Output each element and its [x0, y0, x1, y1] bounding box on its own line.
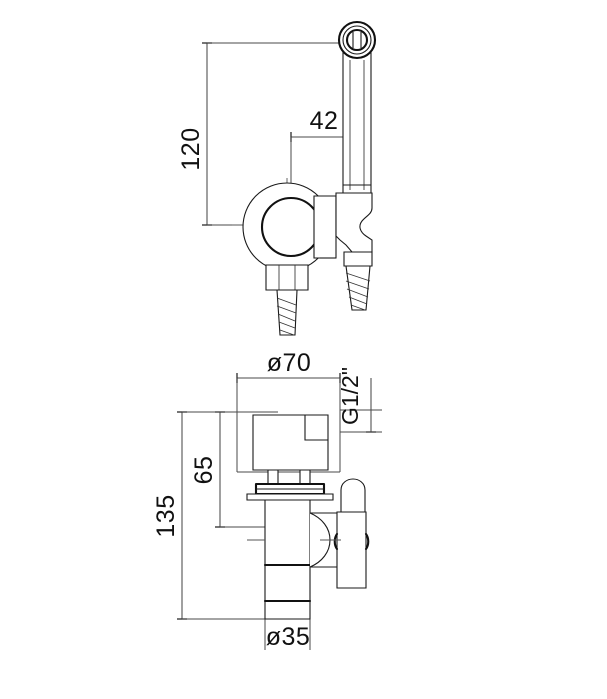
- connector-thread-3: [346, 288, 369, 298]
- stud-thread-3: [277, 313, 296, 322]
- dimension-120: 120: [177, 42, 352, 226]
- dimension-g12: G1/2": [337, 367, 382, 433]
- valve-body: [252, 414, 329, 471]
- dimension-d35: ø35: [264, 618, 311, 651]
- stud-thread-4: [278, 321, 296, 329]
- valve-stem: [264, 499, 311, 620]
- shower-holder-bracket: [335, 192, 373, 253]
- connector-thread-1: [345, 272, 371, 282]
- stud-thread-body: [276, 289, 298, 336]
- spray-head-inner-ring: [345, 28, 369, 52]
- valve-pillar-left: [267, 469, 279, 485]
- stud-collar: [265, 264, 309, 291]
- valve-lever-handle-cap: [340, 478, 366, 513]
- shower-handle-tube: [342, 47, 372, 194]
- upper-view-group: 120 42: [177, 20, 377, 336]
- escutcheon-threaded-stud: [265, 264, 309, 336]
- dim-120-label: 120: [177, 127, 205, 170]
- connector-thread-body: [345, 265, 371, 311]
- lower-view-group: ø70 G1/2" 65: [152, 349, 382, 651]
- dim-d35-label: ø35: [266, 623, 311, 651]
- valve-body-detail-square: [304, 415, 328, 441]
- spray-head-outer-ring: [337, 20, 377, 60]
- stud-thread-1: [276, 297, 297, 306]
- dim-g12-label: G1/2": [337, 367, 363, 425]
- valve-lever-notch-left: [333, 532, 339, 551]
- valve-lever-notch-right: [364, 532, 370, 551]
- dim-42-label: 42: [310, 107, 339, 135]
- spray-seat-circle: [260, 196, 322, 258]
- stud-thread-5: [279, 329, 295, 336]
- connector-thread-2: [345, 280, 370, 290]
- bracket-hose-connector: [343, 251, 373, 311]
- dimension-135: 135: [152, 411, 265, 620]
- spray-head-mid-ring: [342, 25, 372, 55]
- connector-thread-5: [350, 304, 366, 311]
- valve-lever-handle-body: [336, 511, 367, 589]
- valve-flange-skirt: [246, 493, 334, 501]
- valve-pillar-right: [299, 469, 311, 485]
- holder-neck: [313, 195, 337, 259]
- dim-d70-label: ø70: [267, 349, 312, 377]
- dim-65-label: 65: [190, 456, 218, 485]
- connector-collar: [343, 251, 373, 267]
- dim-135-label: 135: [152, 494, 180, 537]
- connector-thread-4: [348, 296, 368, 305]
- stud-thread-2: [276, 305, 297, 314]
- dimension-d70: ø70: [236, 349, 341, 473]
